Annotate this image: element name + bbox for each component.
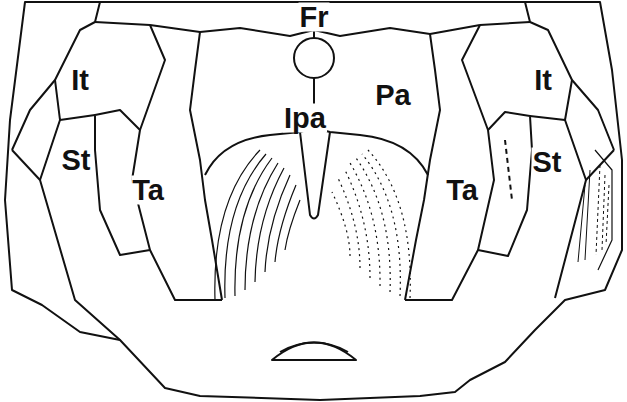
bone-label: St [61,146,92,175]
bone-label: It [70,66,90,95]
bone-label: Ipa [283,104,327,133]
bone-label: Ta [445,176,479,205]
bone-label: St [532,148,563,177]
bone-label: Fr [299,3,330,32]
bone-label: It [533,66,553,95]
bone-label: Ta [131,176,165,205]
bone-label: Pa [374,81,411,110]
